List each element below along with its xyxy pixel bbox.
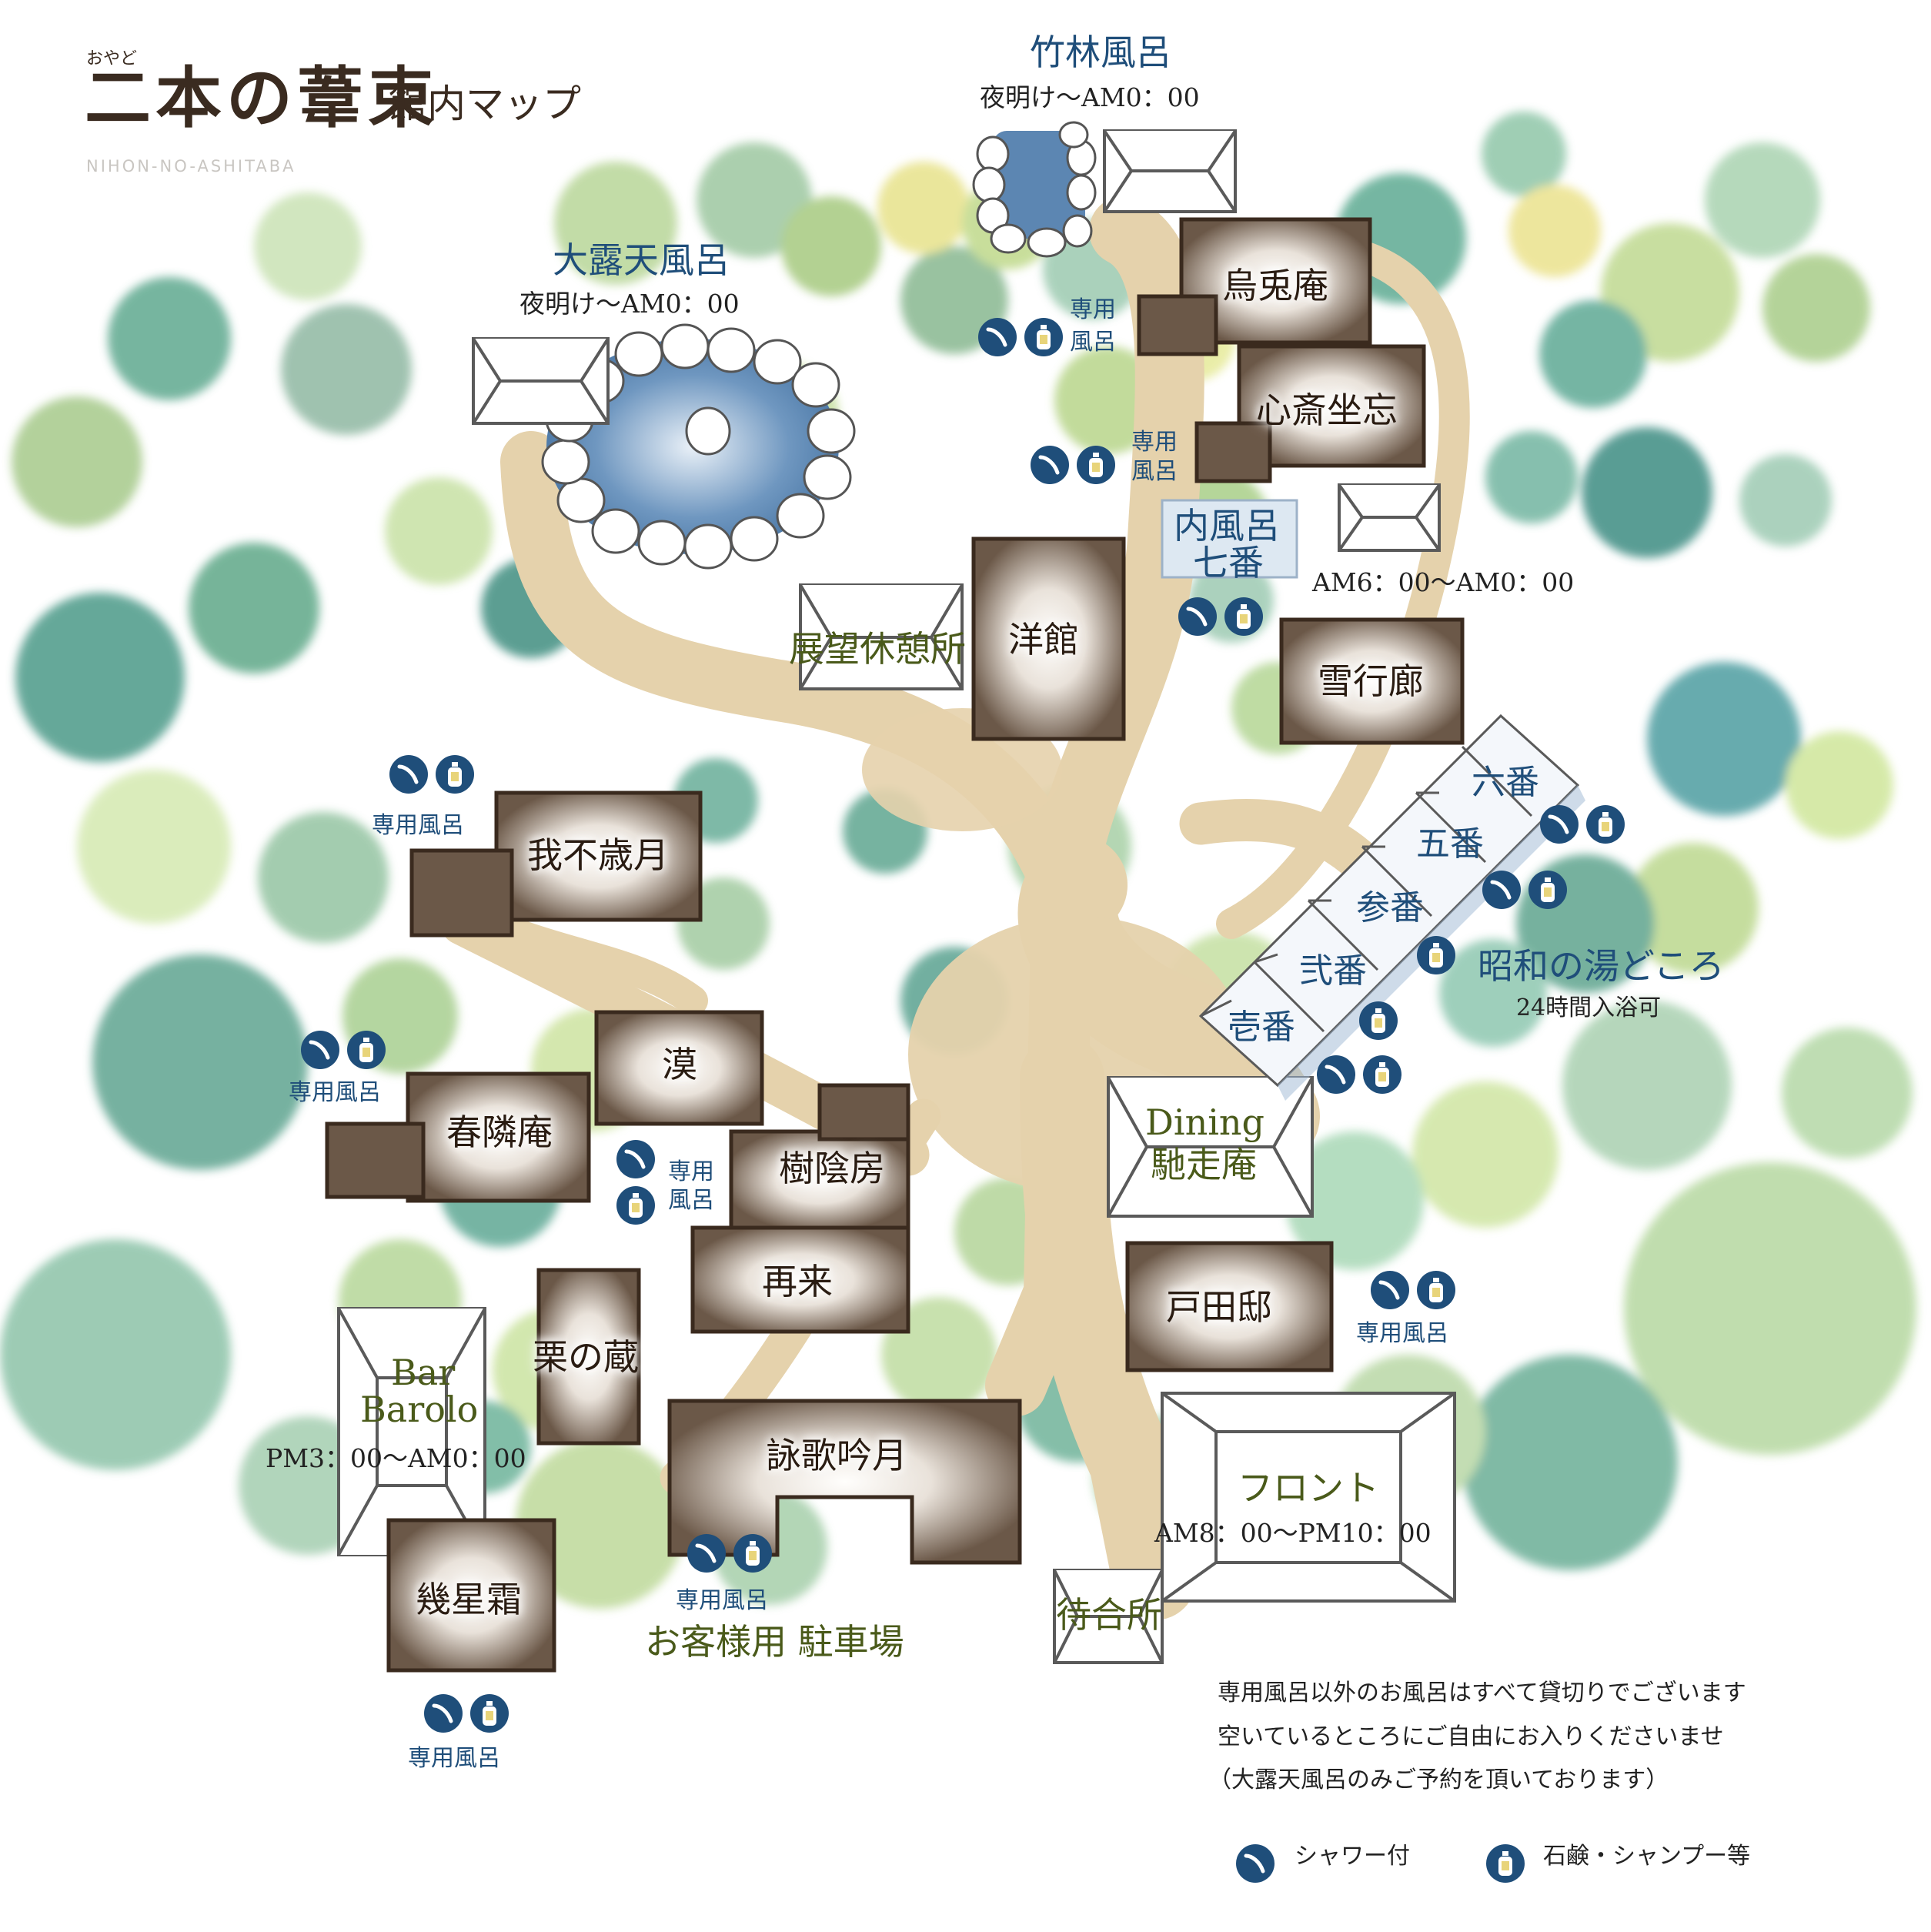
building-todatei: 戸田邸 <box>1166 1286 1272 1328</box>
bar-label-2: Barolo <box>360 1389 479 1430</box>
inn-name: 二本の葦束 <box>85 59 439 137</box>
white-buildings <box>337 129 1456 1664</box>
big-outdoor-bath-pool <box>541 323 856 570</box>
private-bath-label-g: 専用風呂 <box>676 1587 768 1614</box>
showa-room-5: 五番 <box>1416 824 1484 864</box>
uchiburo-box <box>1161 499 1298 579</box>
building-yokan: 洋館 <box>1008 619 1079 660</box>
soap-bottle-icon <box>1417 936 1455 974</box>
bar-hours: PM3：00〜AM0：00 <box>266 1443 526 1473</box>
note-line-2: 空いているところにご自由にお入りくださいませ <box>1218 1723 1724 1750</box>
shower-icon <box>1236 1844 1275 1883</box>
building-shunrinan: 春隣庵 <box>446 1111 553 1153</box>
soap-bottle-icon <box>347 1031 386 1069</box>
showa-room-3: 参番 <box>1356 888 1424 928</box>
building-sekkoro: 雪行廊 <box>1318 660 1424 702</box>
showa-bath-row <box>1198 714 1580 1088</box>
front-desk-label: フロント <box>1238 1467 1379 1509</box>
shower-icon <box>1482 871 1521 909</box>
private-bath-label-e2: 風呂 <box>668 1187 714 1214</box>
map-subtitle: 館内マップ <box>389 82 581 126</box>
brown-buildings <box>325 217 1465 1673</box>
rotenburo-hours: 夜明け〜AM0：00 <box>519 289 740 319</box>
dining-label-2: 馳走庵 <box>1151 1144 1257 1185</box>
private-bath-label-e1: 専用 <box>668 1158 714 1185</box>
shower-icon <box>978 318 1017 356</box>
waiting-room-label: 待合所 <box>1056 1594 1162 1636</box>
building-ikuseiso: 幾星霜 <box>416 1579 522 1620</box>
private-bath-label-a1: 専用 <box>1070 296 1116 323</box>
showa-bath-label: 昭和の湯どころ <box>1478 945 1725 987</box>
inn-english-name: NIHON-NO-ASHITABA <box>86 157 296 175</box>
showa-room-6: 六番 <box>1472 763 1539 802</box>
shower-icon <box>1540 805 1579 844</box>
rotenburo-label: 大露天風呂 <box>553 239 730 281</box>
uchiburo-hours: AM6：00〜AM0：00 <box>1312 567 1575 597</box>
title-ruby: おやど <box>86 49 138 69</box>
uchiburo-label-2: 七番 <box>1193 542 1264 583</box>
building-shinsai-zabo: 心斎坐忘 <box>1256 389 1398 431</box>
shower-icon <box>1371 1271 1409 1309</box>
soap-bottle-icon <box>616 1186 655 1225</box>
shower-icon <box>616 1140 655 1178</box>
dining-label-1: Dining <box>1145 1101 1265 1143</box>
showa-room-1: 壱番 <box>1228 1008 1295 1047</box>
showa-room-2: 弐番 <box>1299 951 1367 991</box>
private-bath-label-d: 専用風呂 <box>289 1079 381 1106</box>
soap-bottle-icon <box>733 1534 772 1573</box>
trees <box>0 112 1916 1609</box>
shower-icon <box>1317 1055 1355 1094</box>
building-eika-ginge: 詠歌吟月 <box>766 1435 907 1476</box>
building-sairai: 再来 <box>762 1261 833 1302</box>
soap-bottle-icon <box>470 1694 509 1733</box>
bar-label-1: Bar <box>391 1352 456 1393</box>
shower-icon <box>687 1534 726 1573</box>
uchiburo-label-1: 内風呂 <box>1174 505 1280 547</box>
shower-icon <box>301 1031 339 1069</box>
shower-icon <box>1178 597 1217 636</box>
private-bath-label-h: 専用風呂 <box>408 1745 500 1772</box>
building-gafusaigetsu: 我不歳月 <box>527 834 669 876</box>
shower-icon <box>1031 446 1069 484</box>
private-bath-label-b1: 専用 <box>1131 429 1178 456</box>
private-bath-label-f: 専用風呂 <box>1356 1320 1448 1347</box>
note-line-1: 専用風呂以外のお風呂はすべて貸切りでございます <box>1218 1680 1746 1706</box>
soap-bottle-icon <box>1417 1271 1455 1309</box>
soap-bottle-icon <box>1024 318 1063 356</box>
bamboo-bath-pool <box>972 121 1097 258</box>
showa-bath-note: 24時間入浴可 <box>1516 994 1662 1021</box>
note-line-3: （大露天風呂のみご予約を頂いております） <box>1208 1767 1669 1793</box>
shower-icon <box>389 755 428 794</box>
front-desk-hours: AM8：00〜PM10：00 <box>1154 1518 1432 1548</box>
soap-bottle-icon <box>436 755 474 794</box>
shower-icon <box>424 1694 463 1733</box>
parking-label: お客様用 駐車場 <box>645 1621 904 1663</box>
building-juinbo: 樹陰房 <box>779 1148 885 1189</box>
building-utoan: 烏兎庵 <box>1222 265 1328 306</box>
building-kuri-no-kura: 栗の蔵 <box>533 1336 639 1378</box>
bamboo-bath-label: 竹林風呂 <box>1030 32 1171 73</box>
bamboo-bath-hours: 夜明け〜AM0：00 <box>980 82 1200 112</box>
legend-soap-label: 石鹸・シャンプー等 <box>1543 1843 1751 1870</box>
building-baku: 漠 <box>662 1044 697 1085</box>
soap-bottle-icon <box>1486 1844 1525 1883</box>
legend-shower-label: シャワー付 <box>1295 1843 1410 1870</box>
soap-bottle-icon <box>1359 1001 1398 1040</box>
soap-bottle-icon <box>1077 446 1115 484</box>
private-bath-label-c: 専用風呂 <box>372 812 464 839</box>
private-bath-label-b2: 風呂 <box>1131 458 1178 485</box>
soap-bottle-icon <box>1224 597 1263 636</box>
soap-bottle-icon <box>1586 805 1625 844</box>
private-bath-label-a2: 風呂 <box>1070 329 1116 356</box>
soap-bottle-icon <box>1363 1055 1401 1094</box>
soap-bottle-icon <box>1528 871 1567 909</box>
observation-lounge-label: 展望休憩所 <box>789 628 966 670</box>
